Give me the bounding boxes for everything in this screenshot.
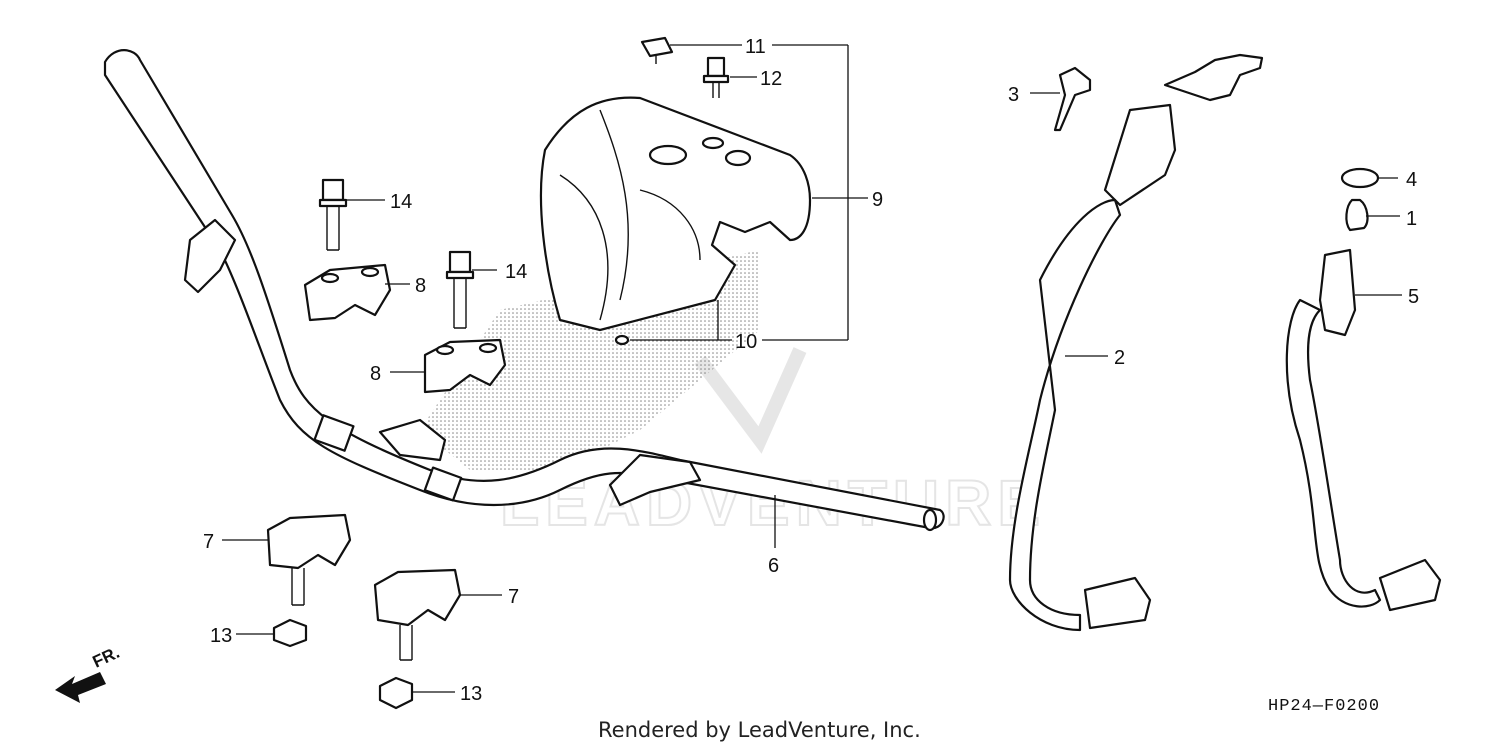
callout-9: 9 xyxy=(872,189,883,211)
callout-10: 10 xyxy=(735,331,757,353)
callout-14b: 14 xyxy=(505,261,527,283)
bolt-14a xyxy=(318,178,348,251)
callout-11: 11 xyxy=(745,36,766,58)
handlebar-cover xyxy=(539,96,812,332)
callout-8a: 8 xyxy=(415,275,426,297)
bolt-12 xyxy=(702,56,730,98)
clip-11 xyxy=(640,36,674,64)
callout-12: 12 xyxy=(760,68,782,90)
credit-text: Rendered by LeadVenture, Inc. xyxy=(598,718,921,742)
callout-13a: 13 xyxy=(210,625,232,647)
callout-7a: 7 xyxy=(203,531,214,553)
callout-4: 4 xyxy=(1406,169,1417,191)
bolt-14b xyxy=(445,250,475,329)
callout-5: 5 xyxy=(1408,286,1419,308)
handlebar xyxy=(103,49,945,532)
nut-13a xyxy=(272,618,308,648)
callout-1: 1 xyxy=(1406,208,1417,230)
nut-10 xyxy=(614,334,630,346)
callout-3: 3 xyxy=(1008,84,1019,106)
callout-labels: 1 2 3 4 5 6 7 7 8 8 9 10 11 12 13 13 14 … xyxy=(203,36,1419,705)
holder-8b xyxy=(423,338,507,394)
callout-6: 6 xyxy=(768,555,779,577)
callout-14a: 14 xyxy=(390,191,412,213)
indicator-socket xyxy=(1285,167,1442,612)
callout-7b: 7 xyxy=(508,586,519,608)
figure-code: HP24—F0200 xyxy=(1268,697,1380,716)
callout-13b: 13 xyxy=(460,683,482,705)
fr-label: FR. xyxy=(90,643,123,672)
holder-8a xyxy=(303,263,392,322)
callout-8b: 8 xyxy=(370,363,381,385)
nut-13b xyxy=(378,676,414,710)
front-direction-arrow: FR. xyxy=(55,643,123,703)
holder-7b xyxy=(373,568,462,661)
leader-lines xyxy=(222,44,1402,693)
ignition-switch xyxy=(1008,53,1264,632)
callout-2: 2 xyxy=(1114,347,1125,369)
holder-7a xyxy=(266,513,352,606)
